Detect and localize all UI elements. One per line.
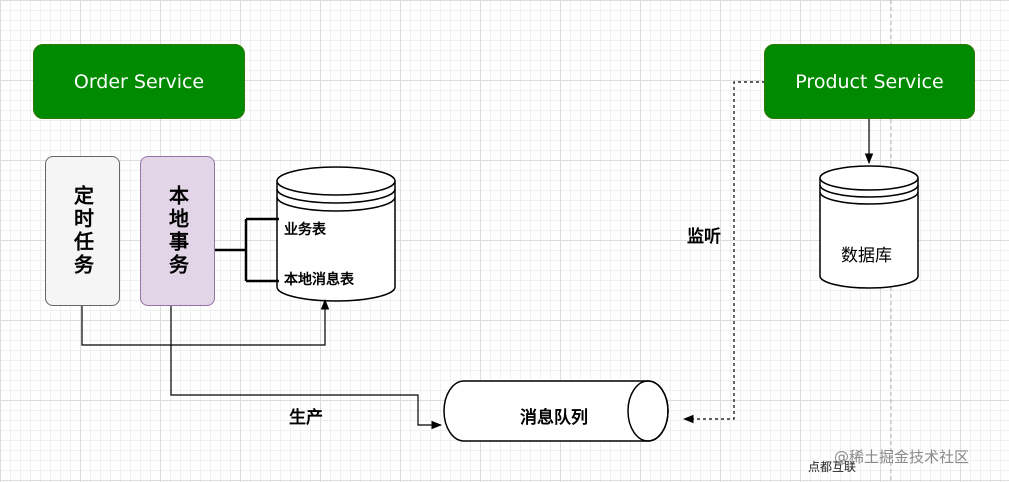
mq-label: 消息队列 bbox=[520, 408, 588, 428]
local-db-cylinder bbox=[276, 166, 396, 302]
watermark-site: @稀土掘金技术社区 bbox=[834, 448, 970, 466]
produce-label: 生产 bbox=[289, 408, 323, 428]
produce-arrow bbox=[170, 306, 443, 430]
listen-arrow bbox=[682, 81, 765, 424]
business-table-label: 业务表 bbox=[284, 222, 326, 238]
local-message-table-label: 本地消息表 bbox=[284, 272, 354, 288]
mq-cylinder bbox=[443, 380, 669, 442]
local-transaction-box: 本地事务 bbox=[140, 156, 215, 306]
local-tx-to-tables-connector bbox=[214, 217, 279, 283]
watermark-author: 点都互联 bbox=[808, 460, 857, 474]
timer-task-box: 定时任务 bbox=[45, 156, 120, 306]
timer-to-db-arrow bbox=[81, 298, 330, 346]
order-service-box: Order Service bbox=[33, 44, 245, 119]
product-service-box: Product Service bbox=[764, 44, 975, 119]
product-db-cylinder bbox=[819, 165, 919, 289]
product-db-label: 数据库 bbox=[841, 246, 892, 266]
listen-label: 监听 bbox=[687, 227, 721, 247]
